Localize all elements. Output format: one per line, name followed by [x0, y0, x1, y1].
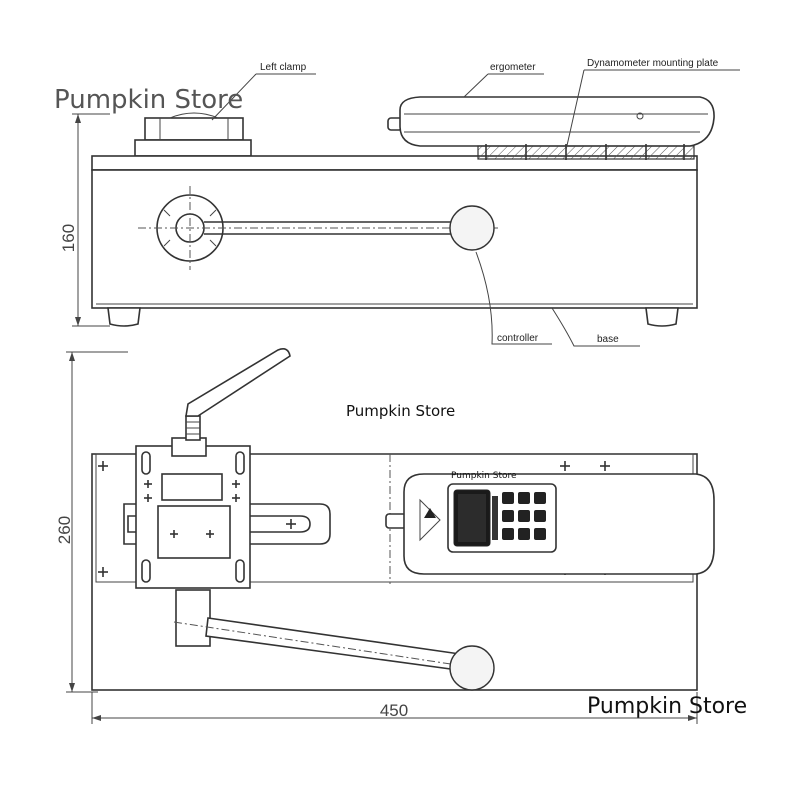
- callout-base: base: [597, 334, 619, 345]
- left-clamp: [134, 112, 252, 157]
- leader-lines: [211, 69, 740, 347]
- top-view: 260 450: [55, 348, 715, 724]
- callout-mounting-plate: Dynamometer mounting plate: [587, 58, 719, 69]
- watermark-bottom-right: Pumpkin Store: [587, 694, 747, 719]
- watermark-center: Pumpkin Store: [346, 402, 455, 420]
- watermark-on-device: Pumpkin Store: [451, 471, 517, 481]
- lower-lever: [173, 589, 495, 691]
- watermark-top-left: Pumpkin Store: [54, 85, 243, 115]
- dimension-height-label: 160: [59, 224, 78, 252]
- callout-ergometer: ergometer: [490, 62, 536, 73]
- dynamometer-device: [385, 473, 715, 575]
- dimension-depth: [66, 351, 128, 693]
- mounting-plate: [477, 144, 695, 160]
- foot-right: [645, 307, 679, 327]
- dimension-length: [91, 692, 698, 724]
- side-view: Left clamp ergometer Dynamometer mountin…: [59, 58, 740, 347]
- controller: [138, 186, 500, 270]
- device-keypad: [492, 492, 546, 540]
- foot-left: [107, 307, 141, 327]
- dimension-height: [72, 113, 110, 327]
- callout-controller: controller: [497, 333, 539, 344]
- clamp-handle: [185, 348, 291, 441]
- dimension-depth-label: 260: [55, 516, 74, 544]
- clamp-body: [135, 437, 251, 589]
- callout-left-clamp: Left clamp: [260, 62, 307, 73]
- ergometer: [387, 96, 715, 147]
- dimension-length-label: 450: [380, 701, 408, 720]
